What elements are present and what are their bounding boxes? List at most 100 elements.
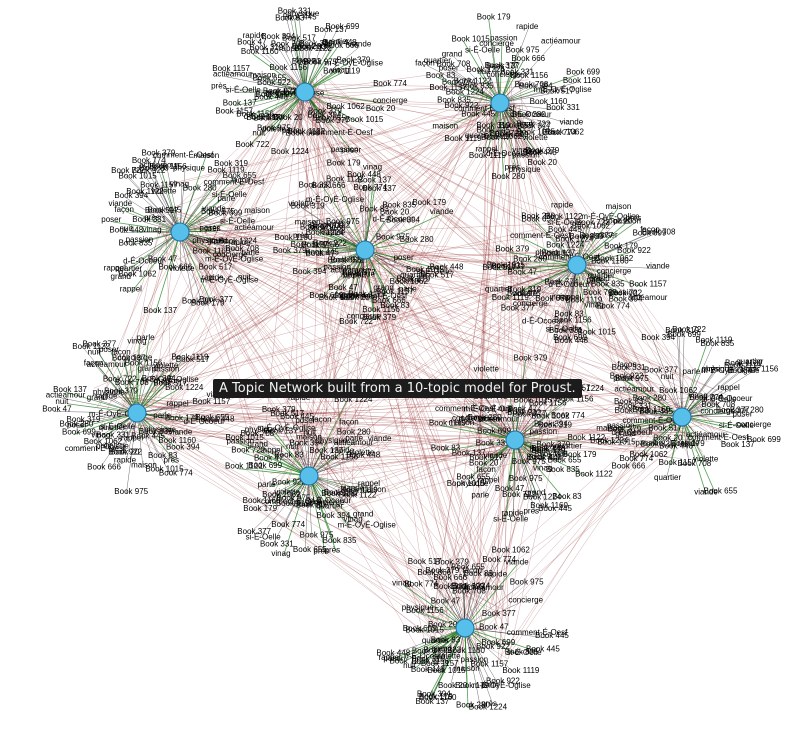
word-label: Book 377 xyxy=(716,406,750,415)
word-label: Book 1062 xyxy=(492,545,531,554)
word-label: Book 722 xyxy=(615,406,649,415)
word-label: Book 1160 xyxy=(274,233,312,242)
book-edge xyxy=(183,221,469,595)
word-label: maison xyxy=(295,218,321,227)
book-edge xyxy=(304,91,669,409)
book-edge xyxy=(324,109,612,298)
word-label: Book 47 xyxy=(328,283,358,292)
book-edge xyxy=(392,111,483,221)
word-label: Book 1122 xyxy=(313,221,351,230)
word-label: Book 1224 xyxy=(467,65,506,74)
word-label: Book 1156 xyxy=(149,162,187,171)
word-label: parle xyxy=(137,333,155,342)
word-edge xyxy=(429,574,466,629)
word-label: poser xyxy=(394,253,414,262)
word-label: Book 722 xyxy=(231,446,265,455)
word-label: Book 448 xyxy=(659,442,693,451)
word-label: maison xyxy=(131,460,157,469)
word-label: physique xyxy=(93,387,126,396)
book-edge xyxy=(198,220,616,239)
word-label: rappel xyxy=(279,44,301,53)
word-label: Book 179 xyxy=(419,692,453,701)
word-label: Book 379 xyxy=(337,55,371,64)
word-label: comment-É-Oesf xyxy=(539,252,600,261)
word-label: Book 835 xyxy=(382,201,416,210)
word-label: Book 319 xyxy=(507,285,541,294)
book-edge xyxy=(286,449,502,492)
word-label: Book 280 xyxy=(513,255,547,264)
word-label: Book 47 xyxy=(306,249,336,258)
word-label: Book 666 xyxy=(325,41,359,50)
word-label: Book 1015 xyxy=(517,128,556,137)
word-label: Book 774 xyxy=(596,302,630,311)
book-edge xyxy=(285,72,675,401)
topic-node xyxy=(490,93,510,113)
word-label: Book 377 xyxy=(316,116,350,125)
word-label: Book 448 xyxy=(323,38,357,47)
word-label: Book 1119 xyxy=(565,296,603,305)
word-label: d-É-Ocoeur xyxy=(372,215,414,224)
word-label: Book 448 xyxy=(430,262,464,271)
word-edge xyxy=(464,627,519,656)
word-edge xyxy=(308,475,370,487)
book-edge xyxy=(178,232,271,464)
word-label: maison xyxy=(432,121,458,130)
word-label: vinag xyxy=(363,162,382,171)
word-label: concierge xyxy=(118,353,153,362)
word-label: Book 445 xyxy=(131,431,165,440)
book-edge xyxy=(120,108,504,423)
word-label: concierge xyxy=(347,312,382,321)
word-label: rapide xyxy=(485,570,508,579)
word-edge xyxy=(442,439,516,451)
word-label: poser xyxy=(439,63,459,72)
word-label: Book 922 xyxy=(132,166,166,175)
word-label: Book 1157 xyxy=(212,64,250,73)
word-label: viande xyxy=(341,483,365,492)
word-edge xyxy=(254,37,306,93)
word-label: physique xyxy=(192,236,225,245)
book-edge xyxy=(193,227,698,440)
word-label: Book 699 xyxy=(248,461,282,470)
word-label: Book 774 xyxy=(551,411,585,420)
word-label: rappel xyxy=(260,446,282,455)
word-label: Book 20 xyxy=(182,296,212,305)
word-label: grand xyxy=(248,439,268,448)
word-label: façon xyxy=(84,359,104,368)
word-label: Book 319 xyxy=(276,499,310,508)
topic-node xyxy=(127,403,147,423)
word-edge xyxy=(499,102,540,165)
word-label: Book 517 xyxy=(246,113,280,122)
book-edge xyxy=(194,229,268,507)
word-label: grand xyxy=(525,488,545,497)
book-edge xyxy=(518,437,662,449)
word-label: Book 922 xyxy=(257,78,291,87)
word-label: parle xyxy=(587,275,605,284)
word-label: si-É-Oelle xyxy=(506,648,542,657)
word-label: Book 655 xyxy=(522,215,556,224)
word-edge xyxy=(136,396,219,414)
word-edge xyxy=(464,627,539,653)
book-edge xyxy=(119,396,490,409)
word-label: Book 517 xyxy=(199,263,233,272)
book-edge xyxy=(147,91,500,217)
book-edge xyxy=(176,245,325,487)
book-edge xyxy=(96,239,175,436)
figure-caption: A Topic Network built from a 10-topic mo… xyxy=(213,379,582,398)
word-label: Book 1122 xyxy=(568,433,606,442)
word-edge xyxy=(337,181,366,251)
word-label: d-É-Ocoeur xyxy=(183,417,225,426)
word-edge xyxy=(304,91,354,153)
book-edge xyxy=(294,100,601,258)
word-label: rappel xyxy=(341,270,363,279)
word-edge xyxy=(681,416,760,443)
word-edge xyxy=(136,339,150,414)
word-label: Book 1160 xyxy=(632,405,670,414)
word-edge xyxy=(179,231,251,280)
book-edge xyxy=(504,99,645,400)
word-label: d-É-Ocoeur xyxy=(404,651,446,660)
word-label: Book 699 xyxy=(209,209,243,218)
word-edge xyxy=(390,627,466,661)
word-label: rapide xyxy=(323,228,346,237)
word-label: nuit xyxy=(238,272,252,281)
book-edge xyxy=(265,113,517,506)
